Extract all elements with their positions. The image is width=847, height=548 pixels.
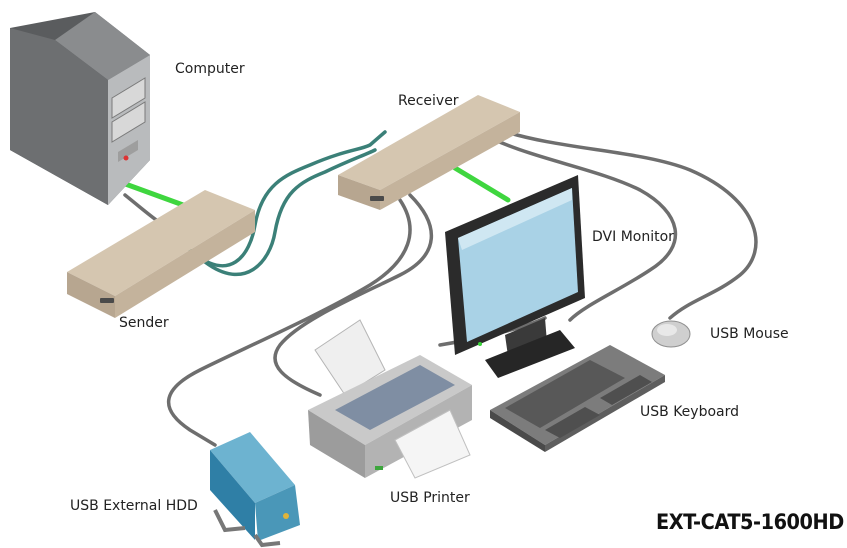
usb-printer-label: USB Printer: [390, 490, 470, 506]
computer-label: Computer: [175, 61, 245, 77]
usb-external-hdd-device: [210, 432, 300, 548]
model-name: EXT-CAT5-1600HD: [656, 510, 844, 534]
usb-keyboard-device: [490, 345, 665, 452]
dvi-monitor-label: DVI Monitor: [592, 229, 674, 245]
dvi-cable-receiver-monitor: [452, 165, 511, 203]
usb-printer-device: [308, 319, 472, 479]
usb-cable-receiver-keyboard: [493, 138, 678, 322]
usb-cable-receiver-mouse: [498, 128, 758, 320]
computer-tower: [10, 12, 150, 205]
cables: [117, 128, 758, 447]
sender-label: Sender: [119, 315, 169, 331]
receiver-box: [338, 95, 520, 210]
usb-keyboard-label: USB Keyboard: [640, 404, 739, 420]
dvi-monitor: [445, 175, 585, 378]
usb-cable-receiver-hdd: [166, 198, 412, 447]
cat5-cable-b: [203, 148, 377, 277]
usb-mouse-label: USB Mouse: [710, 326, 789, 342]
sender-box: [67, 190, 255, 318]
usb-external-hdd-label: USB External HDD: [70, 498, 198, 514]
usb-cable-receiver-printer: [273, 193, 434, 397]
usb-mouse-device: [651, 320, 691, 348]
receiver-label: Receiver: [398, 93, 459, 109]
cat5-cable-a: [188, 130, 387, 268]
